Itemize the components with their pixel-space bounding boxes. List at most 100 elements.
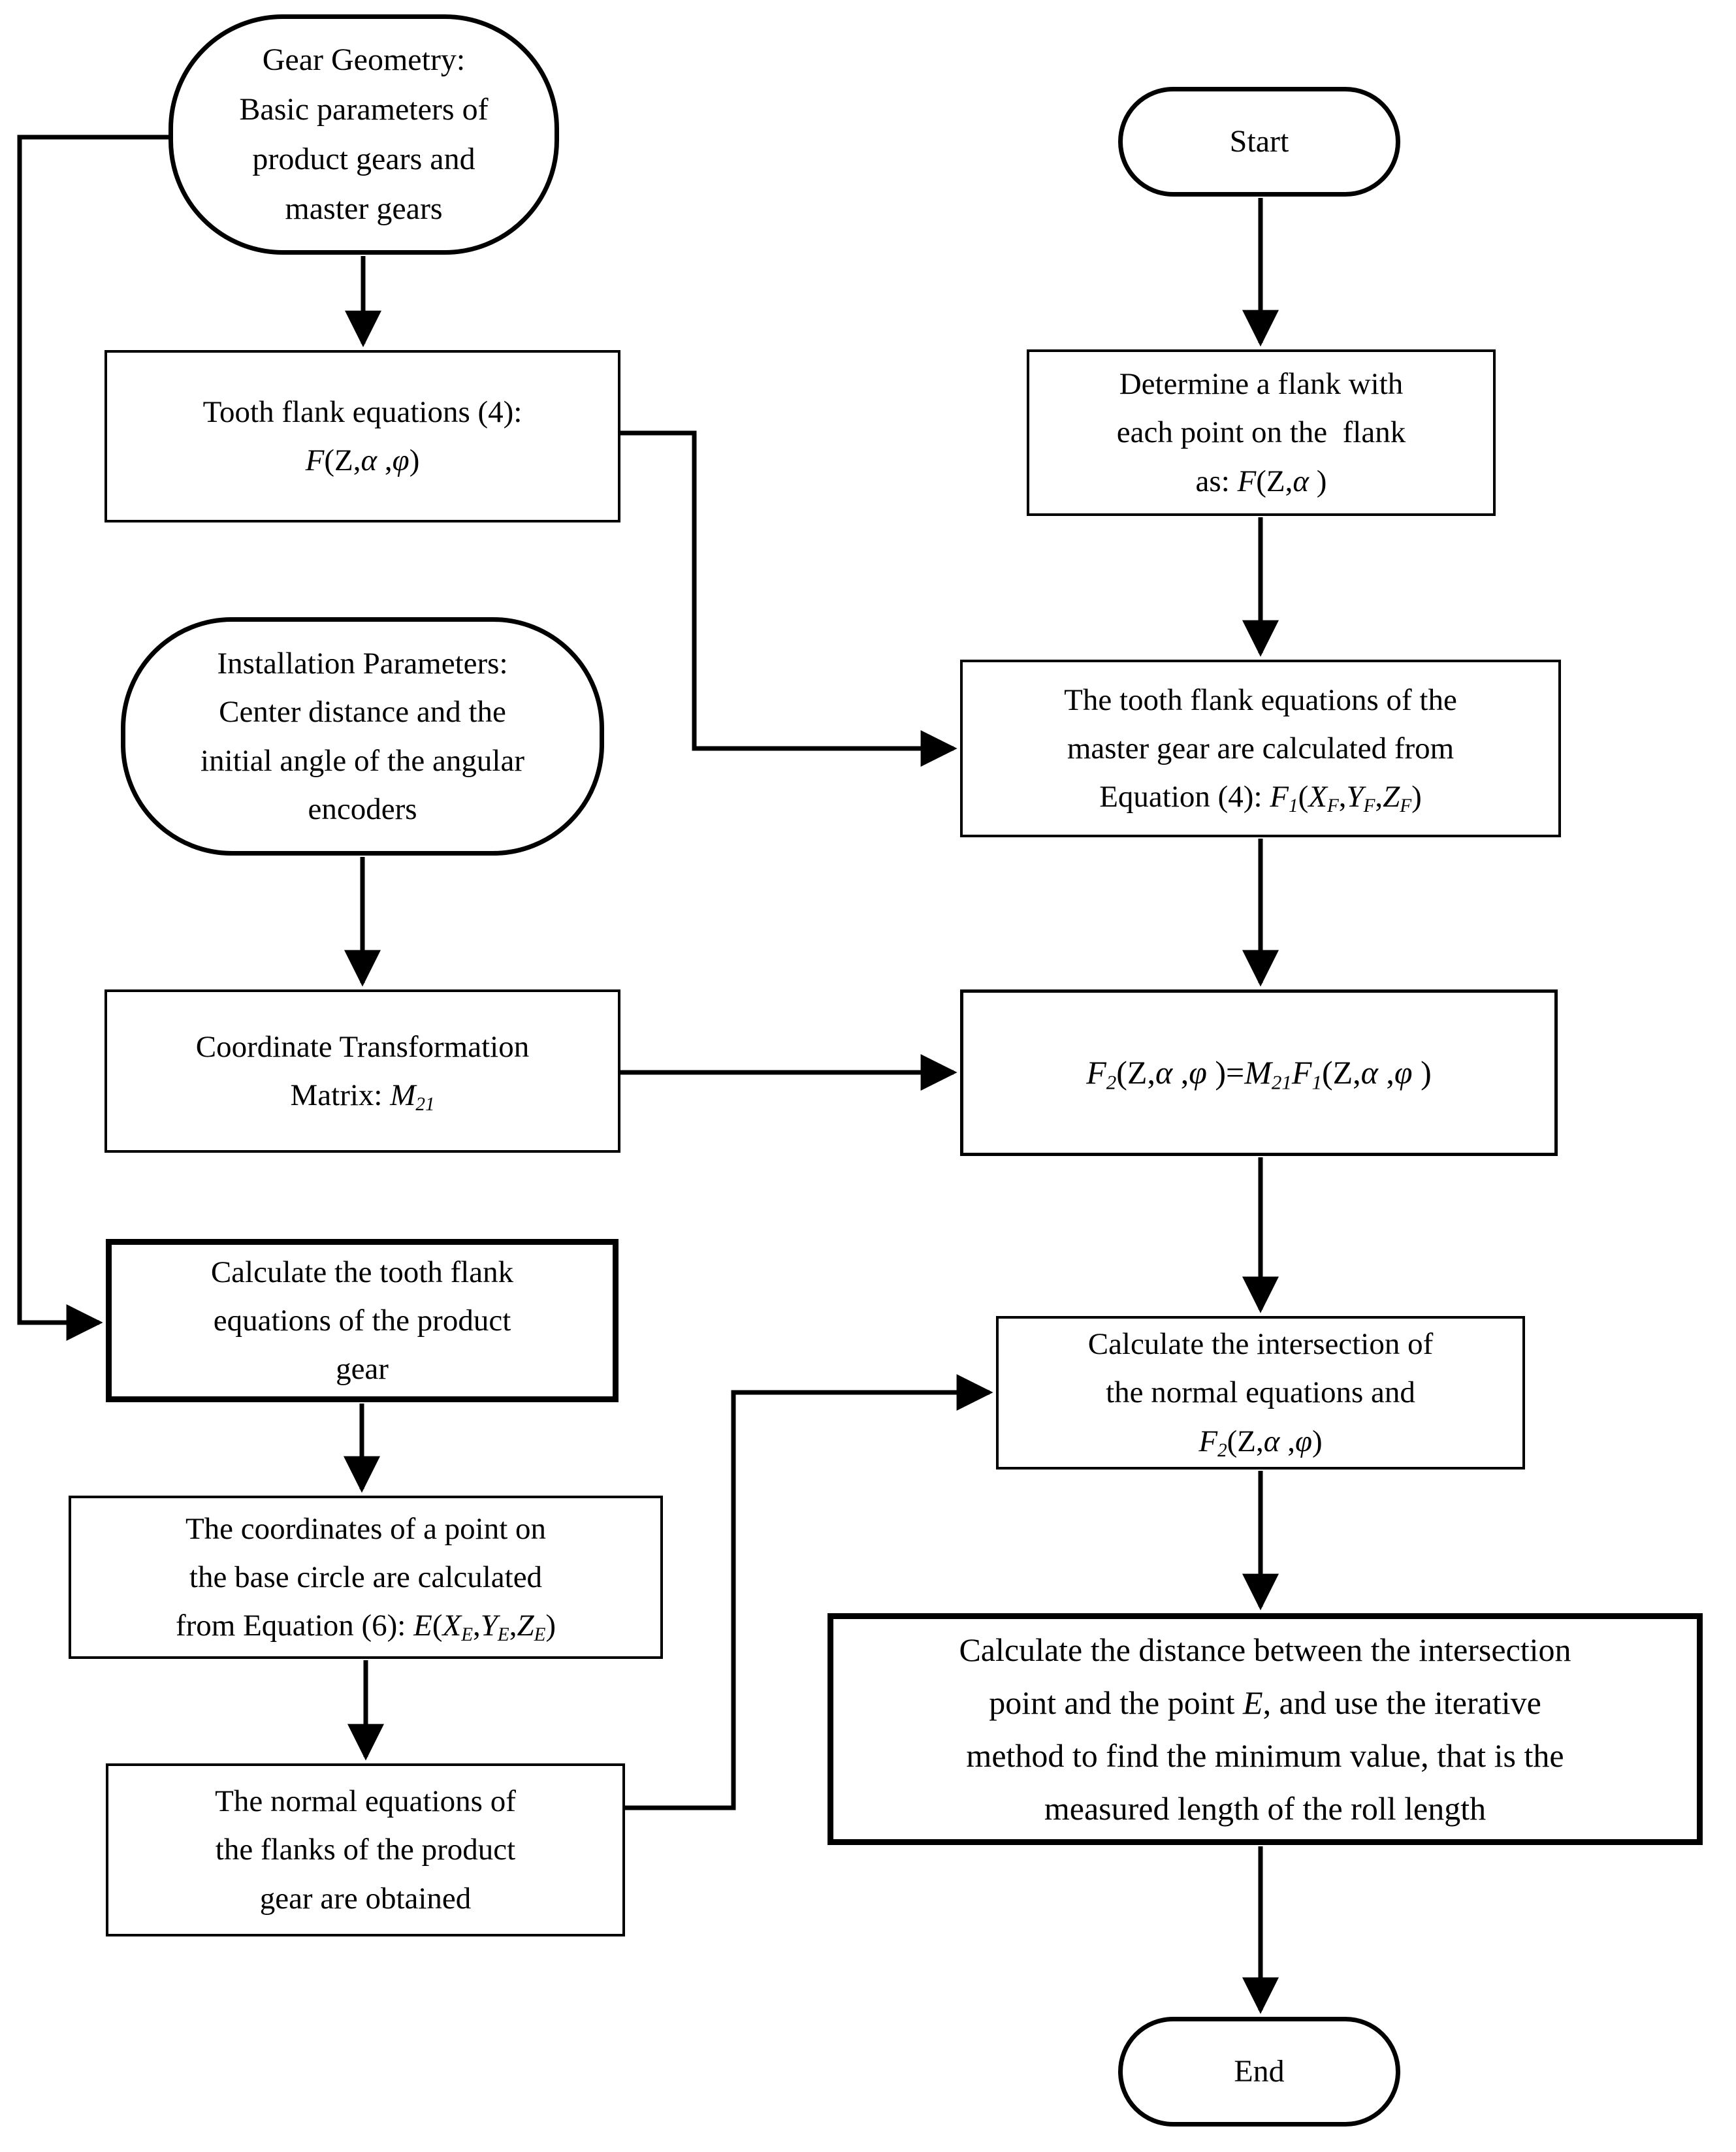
text-segment: F <box>1198 1424 1218 1458</box>
text-segment: Calculate the distance between the inter… <box>959 1631 1571 1668</box>
text-segment: F <box>1270 780 1289 814</box>
text-segment: , <box>1279 1424 1295 1458</box>
node-base-circle-point: The coordinates of a point on the base ci… <box>69 1496 663 1659</box>
text-segment: (Z, <box>1116 1053 1155 1091</box>
text-segment: ) <box>1411 780 1422 814</box>
text-segment: (Z, <box>1227 1424 1264 1458</box>
text-line: the base circle are calculated <box>189 1553 542 1601</box>
text-segment: F <box>1086 1053 1106 1091</box>
text-segment: ) <box>1311 1424 1323 1458</box>
text-segment: φ <box>1394 1053 1413 1091</box>
text-line: encoders <box>308 785 417 833</box>
text-segment: product gears and <box>252 142 475 176</box>
text-segment: , <box>377 443 393 477</box>
text-line: Basic parameters of <box>239 85 488 135</box>
text-segment: M <box>390 1078 416 1112</box>
text-segment: Calculate the tooth flank <box>210 1255 514 1289</box>
text-line: gear <box>336 1345 389 1393</box>
text-segment: E <box>413 1609 432 1643</box>
text-segment: ) <box>409 443 420 477</box>
text-segment: E <box>1243 1684 1263 1721</box>
text-segment: X <box>442 1609 462 1643</box>
text-segment: gear are obtained <box>259 1881 472 1916</box>
text-line: Installation Parameters: <box>217 639 507 688</box>
node-normal-equations: The normal equations of the flanks of the… <box>106 1763 625 1936</box>
text-segment: α <box>361 443 378 477</box>
text-segment: α <box>1360 1053 1378 1091</box>
text-segment: E <box>534 1624 546 1646</box>
text-segment: the base circle are calculated <box>189 1560 543 1594</box>
text-segment: ( <box>432 1609 443 1643</box>
text-segment: α <box>1293 464 1310 498</box>
text-line: The tooth flank equations of the <box>1064 676 1457 724</box>
text-segment: point and the point <box>989 1684 1244 1721</box>
text-line: from Equation (6): E(XE,YE,ZE) <box>176 1601 556 1650</box>
text-segment: The coordinates of a point on <box>185 1511 547 1546</box>
text-segment: gear <box>336 1352 389 1387</box>
text-segment: Calculate the intersection of <box>1087 1327 1434 1362</box>
text-segment: F <box>1237 464 1257 498</box>
text-segment: F <box>1363 795 1375 817</box>
text-line: initial angle of the angular <box>201 737 524 785</box>
text-line: the flanks of the product <box>216 1825 515 1874</box>
text-segment: master gear are calculated from <box>1067 731 1455 765</box>
text-segment: 21 <box>415 1094 435 1116</box>
text-line: End <box>1234 2047 1284 2096</box>
connector-normaleq-to-intersection <box>625 1374 993 1810</box>
text-segment: Matrix: <box>290 1078 391 1112</box>
text-segment: ) <box>545 1609 556 1643</box>
text-segment: , <box>473 1609 481 1643</box>
node-gear-geometry: Gear Geometry: Basic parameters of product… <box>169 14 559 255</box>
text-line: measured length of the roll length <box>1044 1782 1486 1835</box>
text-line: F2(Z,α ,φ )=M21F1(Z,α ,φ ) <box>1086 1047 1432 1099</box>
text-segment: 1 <box>1289 795 1298 817</box>
text-line: Tooth flank equations (4): <box>203 388 522 436</box>
text-segment: (Z, <box>1256 464 1293 498</box>
text-segment: Center distance and the <box>219 695 506 730</box>
text-segment: the normal equations and <box>1106 1375 1415 1410</box>
text-segment: F <box>1326 795 1339 817</box>
text-segment: α <box>1263 1424 1280 1458</box>
text-segment: 2 <box>1217 1439 1227 1461</box>
text-line: Center distance and the <box>219 688 506 736</box>
text-line: gear are obtained <box>260 1874 472 1923</box>
text-line: master gears <box>285 184 442 234</box>
text-segment: initial angle of the angular <box>201 743 524 778</box>
text-line: The coordinates of a point on <box>185 1505 546 1553</box>
text-segment: X <box>1308 780 1327 814</box>
text-segment: the flanks of the product <box>215 1833 516 1867</box>
text-segment: α <box>1155 1053 1173 1091</box>
text-segment: Y <box>480 1609 498 1643</box>
text-line: Equation (4): F1(XF,YF,ZF) <box>1099 773 1422 821</box>
text-segment: F <box>305 443 325 477</box>
text-segment: The normal equations of <box>215 1784 516 1819</box>
text-line: The normal equations of <box>215 1777 516 1825</box>
text-segment: φ <box>1294 1424 1312 1458</box>
text-line: Calculate the distance between the inter… <box>959 1624 1571 1677</box>
text-segment: F <box>1291 1053 1312 1091</box>
node-determine-flank: Determine a flank with each point on the … <box>1027 349 1496 516</box>
text-segment: as: <box>1195 464 1238 498</box>
text-segment: Z <box>517 1609 534 1643</box>
text-line: F(Z,α ,φ) <box>306 436 420 485</box>
text-segment: Gear Geometry: <box>262 42 466 78</box>
node-start: Start <box>1118 87 1400 197</box>
text-segment: , <box>509 1609 517 1643</box>
text-line: F2(Z,α ,φ) <box>1198 1417 1322 1466</box>
text-segment: ) <box>1309 464 1327 498</box>
text-segment: Start <box>1229 124 1289 159</box>
text-segment: each point on the flank <box>1116 415 1406 450</box>
text-segment: , <box>1172 1053 1189 1091</box>
text-segment: 21 <box>1271 1070 1292 1094</box>
text-line: Gear Geometry: <box>263 35 466 85</box>
text-segment: End <box>1234 2054 1285 2089</box>
text-segment: Determine a flank with <box>1119 367 1404 402</box>
text-segment: Basic parameters of <box>239 92 489 127</box>
text-segment: φ <box>1189 1053 1207 1091</box>
text-segment: method to find the minimum value, that i… <box>966 1737 1564 1774</box>
text-line: master gear are calculated from <box>1067 724 1454 773</box>
text-segment: encoders <box>308 792 417 826</box>
